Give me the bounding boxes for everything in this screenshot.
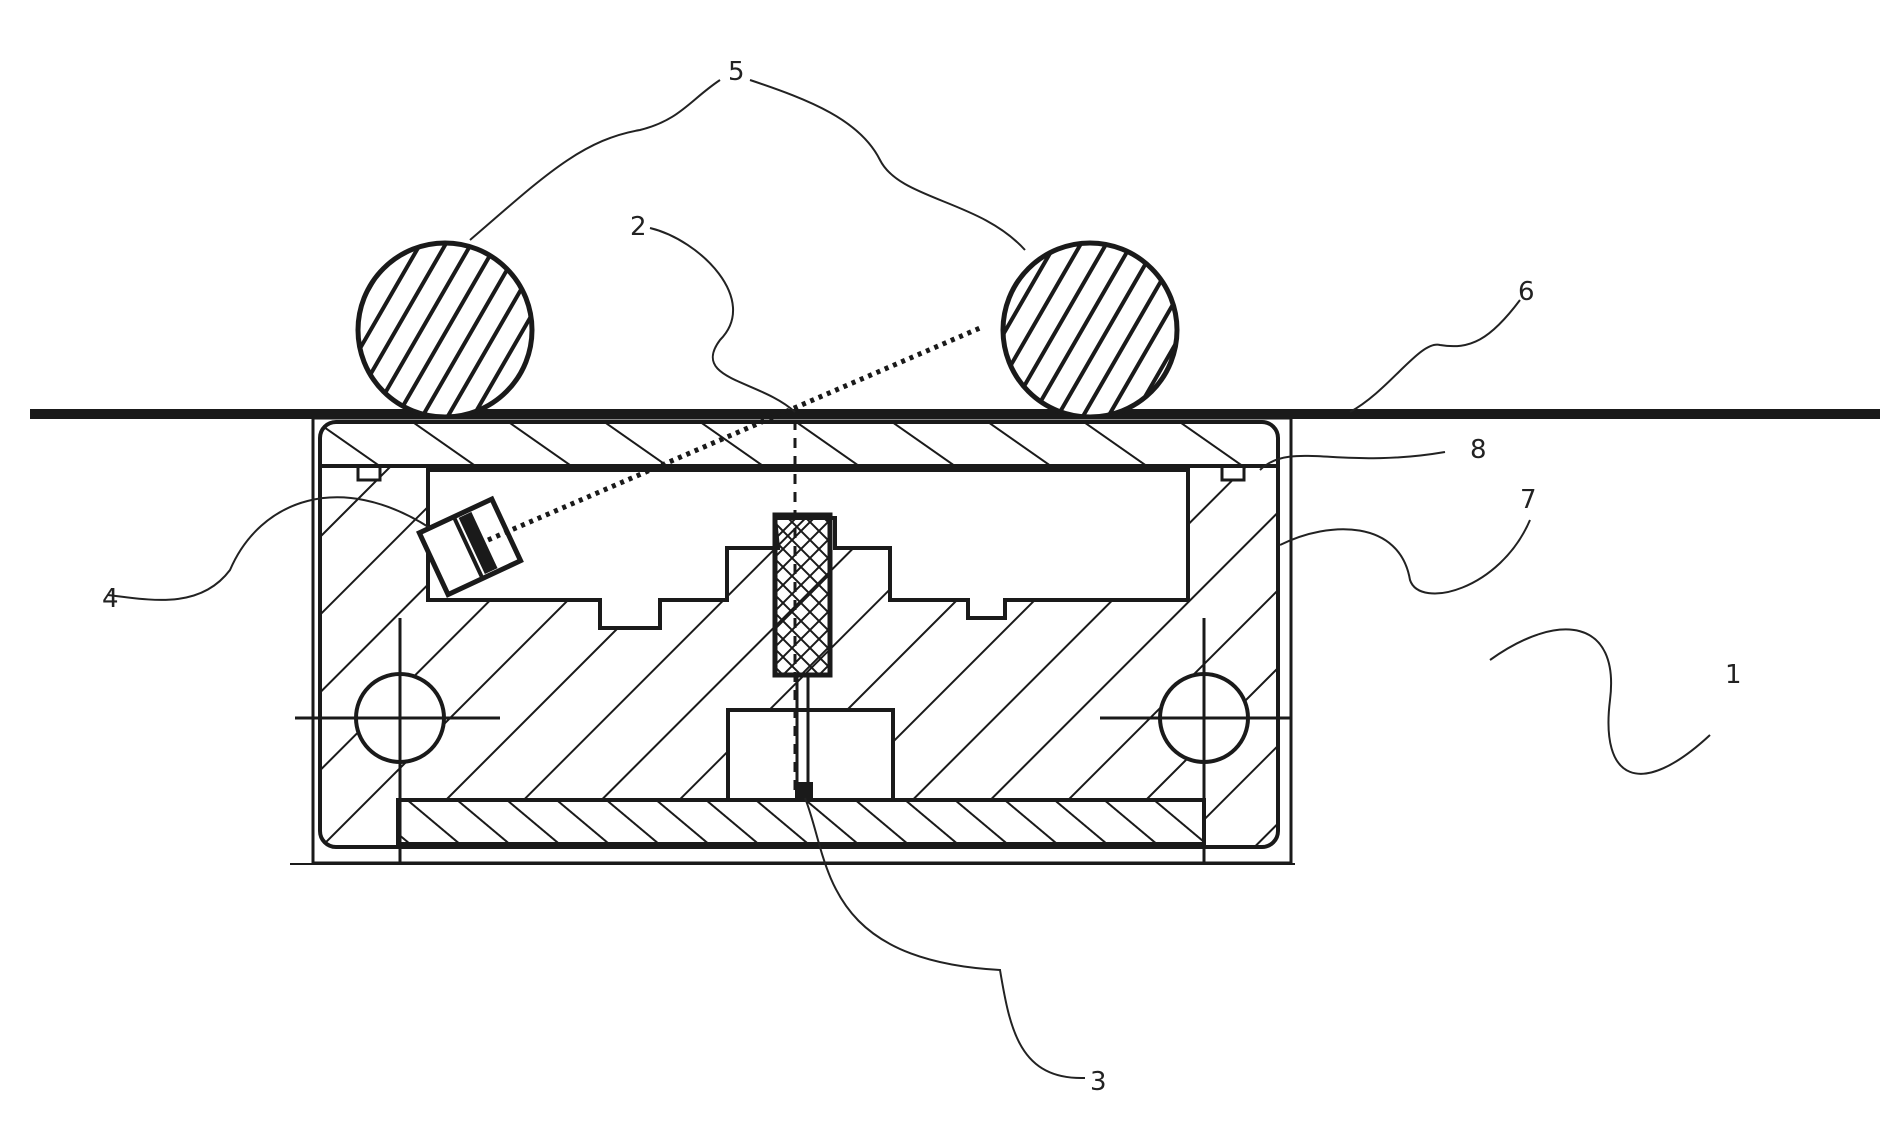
label-3: 3 xyxy=(1090,1067,1107,1097)
sensor-element xyxy=(775,515,830,675)
label-8: 8 xyxy=(1470,435,1487,465)
label-7: 7 xyxy=(1520,485,1537,515)
label-5: 5 xyxy=(728,57,745,87)
sensor-connector xyxy=(795,782,813,800)
label-6: 6 xyxy=(1518,277,1535,307)
label-4: 4 xyxy=(102,584,119,614)
label-2: 2 xyxy=(630,212,647,242)
label-1: 1 xyxy=(1725,660,1742,690)
